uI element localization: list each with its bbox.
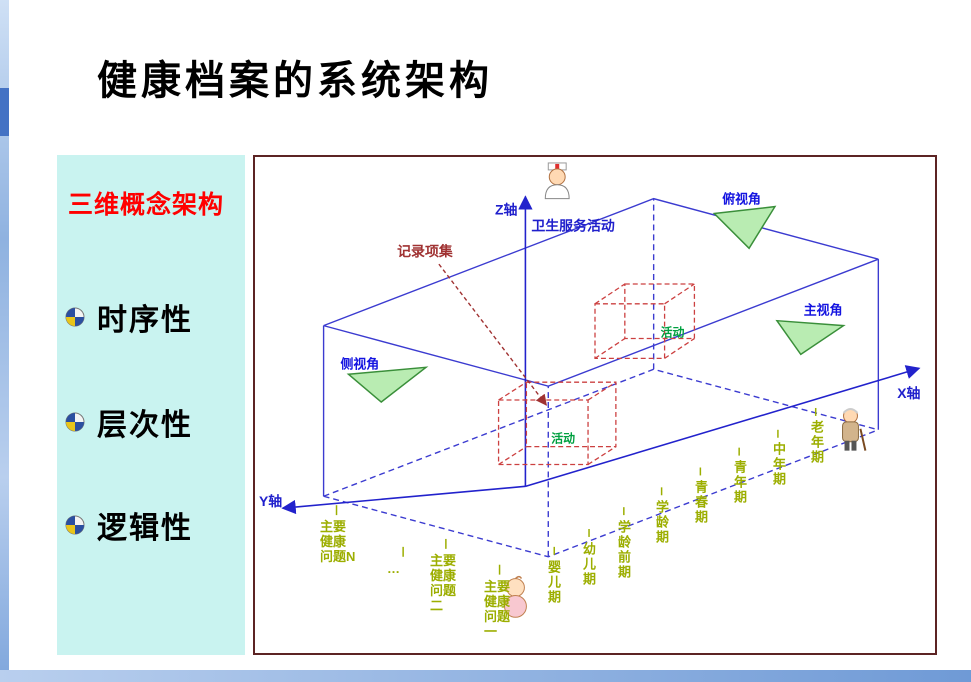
sidebar-item-hierarchy: 层次性 xyxy=(65,400,193,444)
service-activity-label: 卫生服务活动 xyxy=(531,217,615,233)
x-axis-tick-label: 青年期 xyxy=(732,460,747,505)
z-axis-label: Z轴 xyxy=(495,202,518,218)
elderly-man-icon xyxy=(842,407,867,451)
y-axis-label: Y轴 xyxy=(259,493,282,509)
y-axis-line xyxy=(281,485,526,515)
x-axis-line xyxy=(525,365,921,488)
coordinate-axes xyxy=(281,195,921,515)
x-axis-tick-label: 老年期 xyxy=(809,420,824,465)
record-set-arrow xyxy=(438,263,547,406)
main-view-label: 主视角 xyxy=(804,303,843,318)
y-axis-tick-marks xyxy=(335,505,501,575)
record-set-label: 记录项集 xyxy=(397,243,453,259)
x-axis-tick-marks xyxy=(553,407,817,555)
activity-lower-label: 活动 xyxy=(551,432,575,446)
sidebar-heading: 三维概念架构 xyxy=(68,191,225,219)
top-view-label: 俯视角 xyxy=(722,192,761,207)
y-axis-tick-label: 主要健康问题二 xyxy=(430,553,457,613)
bottom-decoration-bar xyxy=(0,670,971,682)
sidebar-item-label: 逻辑性 xyxy=(97,512,193,545)
activity-cube-lower xyxy=(497,381,617,466)
diagram-scene: Z轴 X轴 Y轴 卫生服务活动 记录项集 俯视角 主视角 侧视角 活动 活动 xyxy=(259,162,921,618)
doctor-icon xyxy=(544,162,570,200)
x-axis-tick-label: 幼儿期 xyxy=(581,542,596,587)
sphere-bullet-icon xyxy=(65,412,85,432)
sidebar-item-label: 时序性 xyxy=(97,304,193,337)
sidebar-item-logic: 逻辑性 xyxy=(65,503,193,547)
baby-icon xyxy=(504,575,527,618)
left-decoration-accent xyxy=(0,88,9,136)
sidebar-item-temporality: 时序性 xyxy=(65,295,193,339)
concept-diagram-panel: Z轴 X轴 Y轴 卫生服务活动 记录项集 俯视角 主视角 侧视角 活动 活动 婴… xyxy=(253,155,937,655)
slide-title: 健康档案的系统架构 xyxy=(97,59,493,103)
main-view-triangle-icon xyxy=(775,319,846,356)
left-decoration-bar xyxy=(0,0,9,682)
activity-upper-label: 活动 xyxy=(661,326,685,340)
y-axis-tick-label: 主要健康问题一 xyxy=(484,579,511,639)
y-axis-tick-label: 主要健康问题N xyxy=(320,519,356,564)
sidebar-item-label: 层次性 xyxy=(97,409,193,442)
x-axis-tick-label: 学龄前期 xyxy=(616,520,631,580)
sphere-bullet-icon xyxy=(65,307,85,327)
side-view-label: 侧视角 xyxy=(340,356,379,371)
sphere-bullet-icon xyxy=(65,515,85,535)
x-axis-tick-label: 青春期 xyxy=(693,480,708,525)
x-axis-tick-label: 中年期 xyxy=(771,442,786,487)
x-axis-tick-label: 学龄期 xyxy=(654,500,669,545)
sidebar-panel: 三维概念架构 时序性 层次性 xyxy=(57,155,245,655)
activity-cube-upper xyxy=(594,283,696,360)
x-axis-tick-label: 婴儿期 xyxy=(546,560,561,605)
top-view-triangle-icon xyxy=(712,205,777,250)
side-view-triangle-icon xyxy=(346,366,429,403)
x-axis-label: X轴 xyxy=(897,385,920,401)
y-axis-tick-label: … xyxy=(387,561,400,576)
